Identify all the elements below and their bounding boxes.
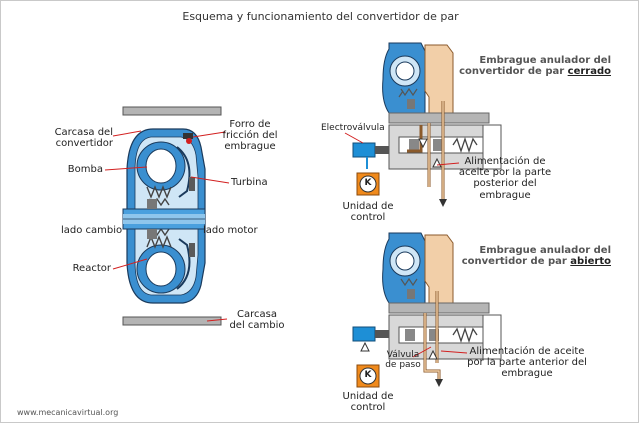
- label-turbina: Turbina: [231, 177, 268, 188]
- label-electrovalvula: Electroválvula: [321, 123, 385, 133]
- label-bomba: Bomba: [67, 164, 103, 175]
- gearbox-housing-bottom: [122, 316, 222, 326]
- label-alimentacion-anterior: Alimentación de aceite por la parte ante…: [467, 346, 587, 380]
- k-symbol-bottom: K: [364, 370, 372, 380]
- friction-lining: [183, 133, 193, 139]
- label-carcasa-cambio: Carcasa del cambio: [229, 309, 285, 332]
- solenoid-bottom: [352, 326, 376, 342]
- label-reactor: Reactor: [72, 263, 111, 274]
- bottom-valve-diagram: [352, 232, 502, 388]
- solenoid-top: [352, 142, 376, 158]
- label-valvula-paso: Válvula de paso: [385, 350, 421, 371]
- label-lado-motor: lado motor: [203, 225, 258, 236]
- label-unidad-control-top: Unidad de control: [342, 201, 394, 224]
- footer-url[interactable]: www.mecanicavirtual.org: [17, 408, 119, 417]
- torque-converter-drawing: [122, 106, 222, 326]
- gearbox-housing-top: [122, 106, 222, 116]
- label-alimentacion-posterior: Alimentación de aceite por la parte post…: [458, 156, 552, 201]
- label-carcasa-convertidor: Carcasa del convertidor: [54, 127, 113, 150]
- left-leader-lines: [104, 130, 230, 322]
- label-lado-cambio: lado cambio: [61, 225, 123, 236]
- caption-cerrado: Embrague anulador del convertidor de par…: [459, 55, 611, 78]
- label-forro-friccion: Forro de fricción del embrague: [222, 119, 278, 153]
- caption-abierto: Embrague anulador del convertidor de par…: [461, 245, 611, 268]
- diagram-title: Esquema y funcionamiento del convertidor…: [182, 10, 459, 23]
- k-symbol-top: K: [364, 178, 372, 188]
- label-unidad-control-bottom: Unidad de control: [342, 391, 394, 414]
